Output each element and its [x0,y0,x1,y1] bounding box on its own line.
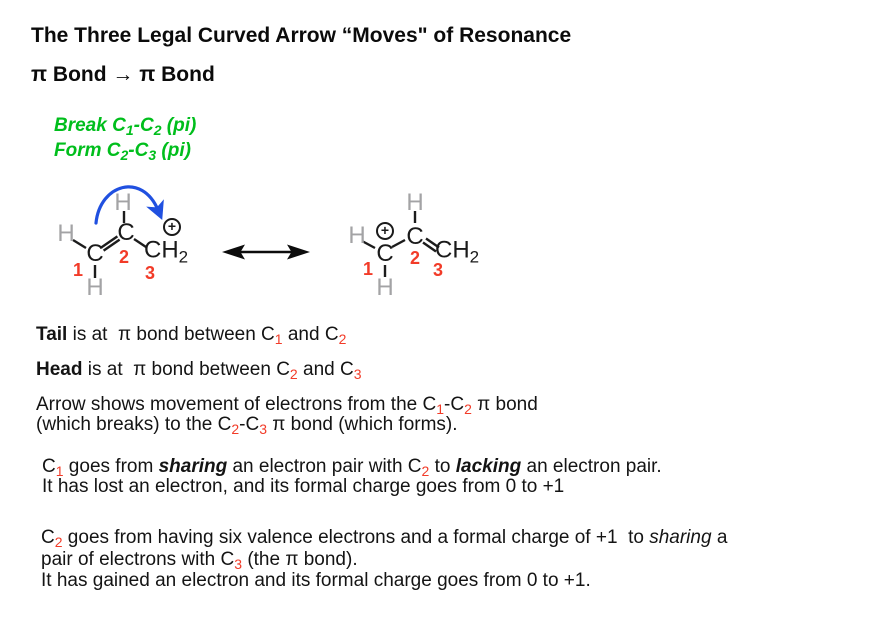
right-carbon-number-1: 1 [362,259,374,279]
c1-paragraph-line-2: It has lost an electron, and its formal … [42,476,565,497]
right-c3-label: CH [435,236,470,264]
c2-paragraph-line-3: It has gained an electron and its formal… [41,570,591,591]
left-c2-atom: C [117,219,135,246]
arrow-paragraph-line-1: Arrow shows movement of electrons from t… [36,394,538,417]
left-h-top-atom: H [114,189,132,216]
left-carbon-number-2: 2 [118,247,130,267]
left-h-left-atom: H [57,220,75,247]
bond-hleft-c1 [361,239,376,250]
double-bond-c1-c2-b [100,235,119,249]
resonance-structures: H H H C C CH2 + 1 2 3 H H H C C CH2 + 1 … [40,170,520,310]
note-break-bond: Break C1-C2 (pi) [54,115,197,138]
right-carbon-number-3: 3 [432,260,444,280]
double-bond-c2-c3-a [422,241,437,253]
left-c3-label: CH [144,236,179,264]
double-bond-c2-c3-b [425,237,440,249]
left-plus-charge-icon: + [163,218,181,236]
c1-paragraph-line-1: C1 goes from sharing an electron pair wi… [42,456,662,479]
tail-description-line: Tail is at π bond between C1 and C2 [36,324,347,347]
bond-hleft-c1 [72,238,87,250]
head-description-line: Head is at π bond between C2 and C3 [36,359,362,382]
left-c3-subscript: 2 [178,247,189,267]
right-h-top-atom: H [406,189,424,216]
right-h-bottom-atom: H [376,274,394,301]
right-structure-bonds [361,211,440,277]
left-c3-atom: CH2 [144,236,189,270]
curved-arrow-icon [94,185,164,225]
bond-c2-c3 [133,238,147,248]
note-form-bond: Form C2-C3 (pi) [54,140,191,163]
left-c1-atom: C [86,240,104,267]
double-bond-c1-c2-a [102,238,121,252]
left-structure-bonds [72,211,147,278]
resonance-double-arrow-icon [222,244,310,260]
right-c3-atom: CH2 [435,236,480,270]
left-carbon-number-3: 3 [144,263,156,283]
c2-paragraph-line-1: C2 goes from having six valence electron… [41,527,728,550]
left-h-bottom-atom: H [86,274,104,301]
right-plus-charge-icon: + [376,222,394,240]
arrow-paragraph-line-2: (which breaks) to the C2-C3 π bond (whic… [36,414,458,437]
page-title: The Three Legal Curved Arrow “Moves" of … [31,24,572,47]
right-c2-atom: C [406,223,424,250]
left-carbon-number-1: 1 [72,260,84,280]
bonds-and-arrows-layer [72,185,440,278]
right-h-left-atom: H [348,222,366,249]
c2-paragraph-line-2: pair of electrons with C3 (the π bond). [41,549,358,572]
right-c1-atom: C [376,240,394,267]
right-c3-subscript: 2 [469,247,480,267]
bond-c1-c2 [391,238,406,249]
subtitle-pi-bond-to-pi-bond: π Bond → π Bond [31,63,215,86]
right-carbon-number-2: 2 [409,248,421,268]
